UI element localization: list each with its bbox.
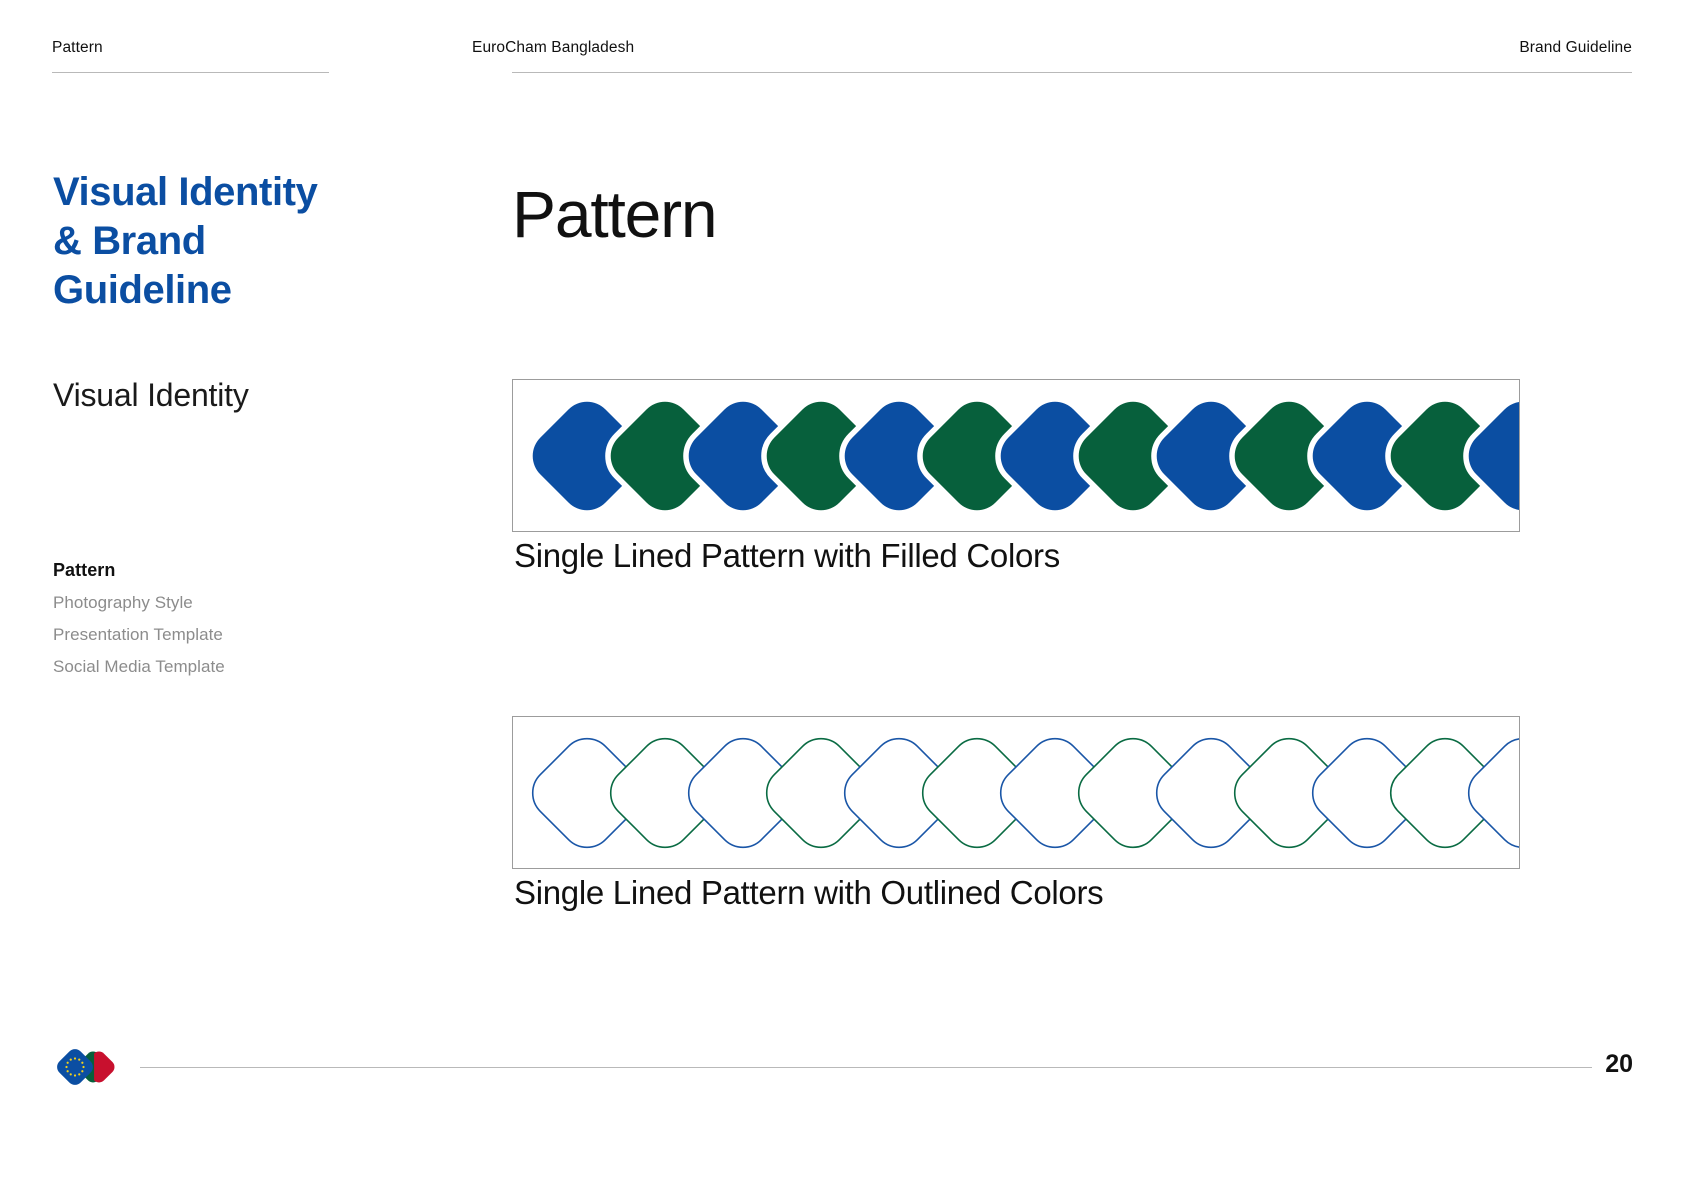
pattern-shape [999,737,1111,849]
filled-pattern-svg [527,396,1519,516]
brand-title-line-2: & Brand [53,219,206,263]
sidebar-item-social-media-template[interactable]: Social Media Template [53,657,225,676]
pattern-shape [1467,737,1519,849]
pattern-shape [921,737,1033,849]
page-title: Pattern [512,177,718,251]
brand-title: Visual Identity & Brand Guideline [53,168,393,315]
page-number: 20 [1605,1050,1633,1078]
eu-star-icon [73,1074,77,1077]
footer: 20 [0,1040,1685,1100]
eu-star-icon [69,1058,72,1061]
eu-star-icon [73,1057,77,1060]
header-center-label: EuroCham Bangladesh [472,39,635,56]
pattern-shape [1156,401,1266,511]
footer-rule [140,1067,1592,1068]
pattern-shape [1468,401,1519,511]
eu-star-icon [66,1061,69,1064]
pattern-shape [1312,401,1422,511]
eu-star-icon [69,1073,72,1076]
header-right-label: Brand Guideline [1519,39,1632,56]
pattern-shape [688,401,798,511]
pattern-shape [1234,401,1344,511]
pattern-shape [532,401,642,511]
caption-filled-pattern: Single Lined Pattern with Filled Colors [514,537,1060,574]
eu-star-icon [78,1058,81,1061]
pattern-shape [1078,401,1188,511]
pattern-shape [1155,737,1267,849]
pattern-shape [531,737,643,849]
eu-star-icon [81,1061,84,1064]
pattern-shape [610,401,720,511]
caption-outlined-pattern: Single Lined Pattern with Outlined Color… [514,874,1104,911]
brand-title-line-1: Visual Identity [53,170,318,214]
pattern-shape [765,737,877,849]
header-left-label: Pattern [52,39,103,56]
pattern-shape [922,401,1032,511]
pattern-shape [687,737,799,849]
eu-star-icon [66,1070,69,1073]
sidebar-section-title: Visual Identity [53,377,249,413]
header-left: Pattern [52,38,329,73]
sidebar-nav: Pattern Photography Style Presentation T… [53,553,393,683]
pattern-shape [1233,737,1345,849]
pattern-shape [1390,401,1500,511]
pattern-shape [843,737,955,849]
header-center-rule [512,72,1632,73]
pattern-shape [766,401,876,511]
sidebar-item-photography-style[interactable]: Photography Style [53,593,193,612]
pattern-preview-filled [512,379,1520,532]
eurocham-bangladesh-logo [53,1044,125,1090]
pattern-shape [1311,737,1423,849]
pattern-shape [844,401,954,511]
pattern-shape [1000,401,1110,511]
eu-star-icon [78,1073,81,1076]
pattern-preview-outlined [512,716,1520,869]
header-center: EuroCham Bangladesh [472,38,1632,73]
header-left-rule [52,72,329,73]
header-right: Brand Guideline [512,38,1632,58]
sidebar-item-presentation-template[interactable]: Presentation Template [53,625,223,644]
pattern-shape [1389,737,1501,849]
sidebar: Visual Identity & Brand Guideline Visual… [53,168,393,683]
sidebar-item-pattern[interactable]: Pattern [53,560,116,580]
brand-title-line-3: Guideline [53,268,232,312]
eu-star-icon [82,1065,85,1069]
eu-star-icon [81,1070,84,1073]
pattern-shape [1077,737,1189,849]
pattern-shape [609,737,721,849]
outlined-pattern-svg [531,737,1519,849]
eu-star-icon [65,1065,68,1069]
